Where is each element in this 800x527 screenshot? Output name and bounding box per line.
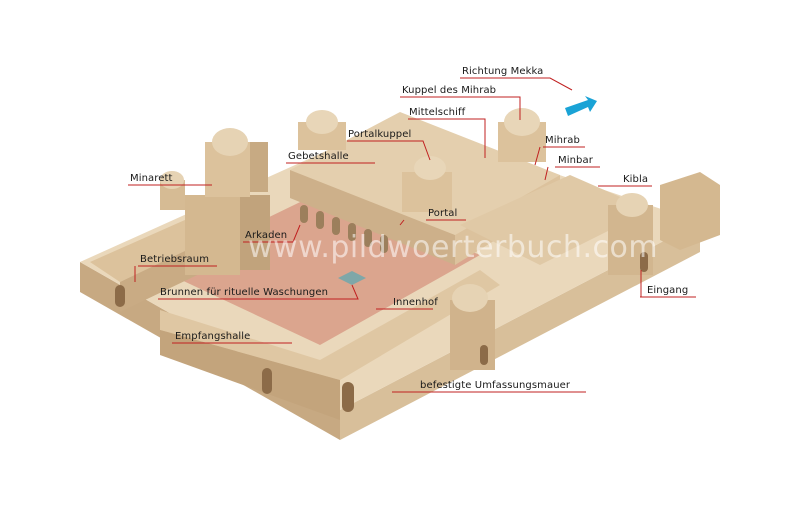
label-kuppel-mihrab: Kuppel des Mihrab <box>402 85 497 96</box>
label-eingang: Eingang <box>647 285 689 296</box>
portal-dome <box>414 156 446 180</box>
fountain <box>338 271 366 285</box>
label-richtung-mekka: Richtung Mekka <box>462 66 544 77</box>
label-arkaden: Arkaden <box>245 230 288 241</box>
label-empfangshalle: Empfangshalle <box>175 331 251 342</box>
label-mihrab: Mihrab <box>545 135 580 146</box>
label-befestigte-umfassungsmauer: befestigte Umfassungsmauer <box>420 380 571 391</box>
label-kibla: Kibla <box>623 174 649 185</box>
dome-left <box>306 110 338 134</box>
mihrab-dome <box>504 108 540 136</box>
minaret-dome <box>212 128 248 156</box>
minaret-tower <box>185 195 240 275</box>
label-betriebsraum: Betriebsraum <box>140 254 210 265</box>
label-gebetshalle: Gebetshalle <box>288 151 349 162</box>
leader-lines <box>128 77 696 393</box>
label-portalkuppel: Portalkuppel <box>348 129 412 140</box>
label-mittelschiff: Mittelschiff <box>409 107 466 118</box>
label-minarett: Minarett <box>130 173 173 184</box>
label-innenhof: Innenhof <box>393 297 438 308</box>
label-minbar: Minbar <box>558 155 593 166</box>
label-brunnen: Brunnen für rituelle Waschungen <box>160 287 329 298</box>
label-portal: Portal <box>428 208 458 219</box>
watermark: www.pildwoerterbuch.com <box>248 230 659 265</box>
mecca-direction-arrow <box>565 96 597 116</box>
